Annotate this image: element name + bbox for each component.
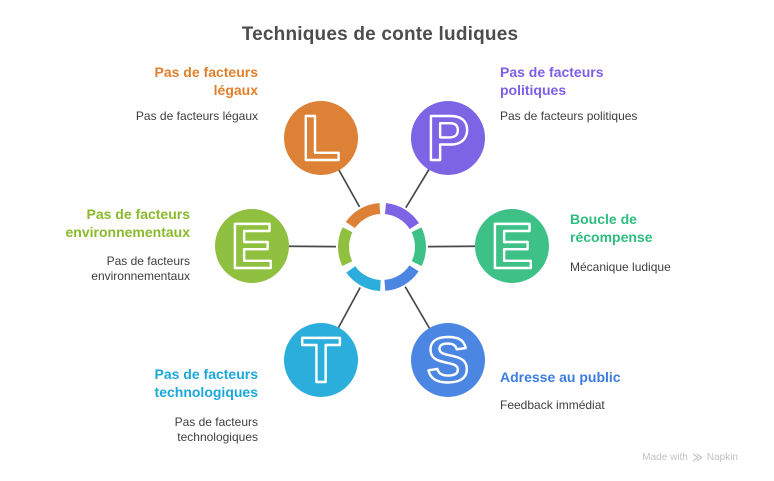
- watermark-brand: Napkin: [706, 452, 738, 463]
- label-boucle-de-recompense: Boucle de récompense Mécanique ludique: [570, 211, 682, 275]
- made-with-napkin-watermark: Made with Napkin: [642, 452, 738, 463]
- node-circle-boucle-de-recompense: E: [475, 209, 549, 283]
- node-letter: E: [491, 210, 534, 282]
- node-heading: Boucle de récompense: [570, 211, 653, 245]
- napkin-logo-icon: [692, 453, 703, 462]
- node-letter: E: [231, 210, 274, 282]
- watermark-prefix: Made with: [642, 452, 688, 463]
- letter-s-outline-icon: S: [425, 323, 470, 397]
- node-subtitle: Mécanique ludique: [570, 259, 671, 274]
- node-circle-facteurs-politiques: P: [411, 101, 485, 175]
- node-subtitle: Pas de facteurs technologiques: [174, 414, 258, 445]
- node-circle-facteurs-technologiques: T: [284, 323, 358, 397]
- letter-t-outline-icon: T: [300, 323, 341, 397]
- node-heading: Pas de facteurs technologiques: [154, 366, 259, 400]
- ring-segment: [338, 227, 353, 266]
- ring-segment: [384, 203, 419, 230]
- letter-e-outline-icon: E: [489, 209, 534, 283]
- letter-l-outline-icon: L: [300, 101, 341, 175]
- node-subtitle: Pas de facteurs politiques: [500, 108, 638, 123]
- node-subtitle: Pas de facteurs légaux: [135, 108, 258, 123]
- letter-p-outline-icon: P: [425, 101, 470, 175]
- diagram-title: Techniques de conte ludiques: [241, 24, 519, 45]
- ring-segment: [384, 265, 419, 291]
- node-circle-facteurs-environnementaux: E: [215, 209, 289, 283]
- node-heading: Pas de facteurs politiques: [500, 64, 604, 98]
- label-adresse-au-public: Adresse au public Feedback immédiat: [500, 369, 621, 414]
- node-heading: Pas de facteurs légaux: [154, 64, 259, 98]
- ring-segment: [411, 227, 426, 266]
- node-circle-adresse-au-public: S: [411, 323, 485, 397]
- node-subtitle: Pas de facteurs environnementaux: [91, 253, 190, 284]
- label-facteurs-legaux: Pas de facteurs légaux Pas de facteurs l…: [118, 64, 258, 124]
- node-letter: L: [301, 102, 340, 174]
- letter-e-outline-icon: E: [229, 209, 274, 283]
- node-letter: S: [427, 324, 470, 396]
- label-facteurs-environnementaux: Pas de facteurs environnementaux Pas de …: [28, 206, 190, 285]
- node-letter: P: [427, 102, 470, 174]
- node-circle-facteurs-legaux: L: [284, 101, 358, 175]
- label-facteurs-technologiques: Pas de facteurs technologiques Pas de fa…: [106, 366, 259, 446]
- node-subtitle: Feedback immédiat: [500, 397, 605, 412]
- label-facteurs-politiques: Pas de facteurs politiques Pas de facteu…: [500, 64, 640, 124]
- ring-segment: [345, 203, 381, 229]
- node-heading: Adresse au public: [500, 369, 621, 385]
- ring-segment: [346, 265, 381, 291]
- node-letter: T: [301, 324, 340, 396]
- node-heading: Pas de facteurs environnementaux: [65, 206, 190, 240]
